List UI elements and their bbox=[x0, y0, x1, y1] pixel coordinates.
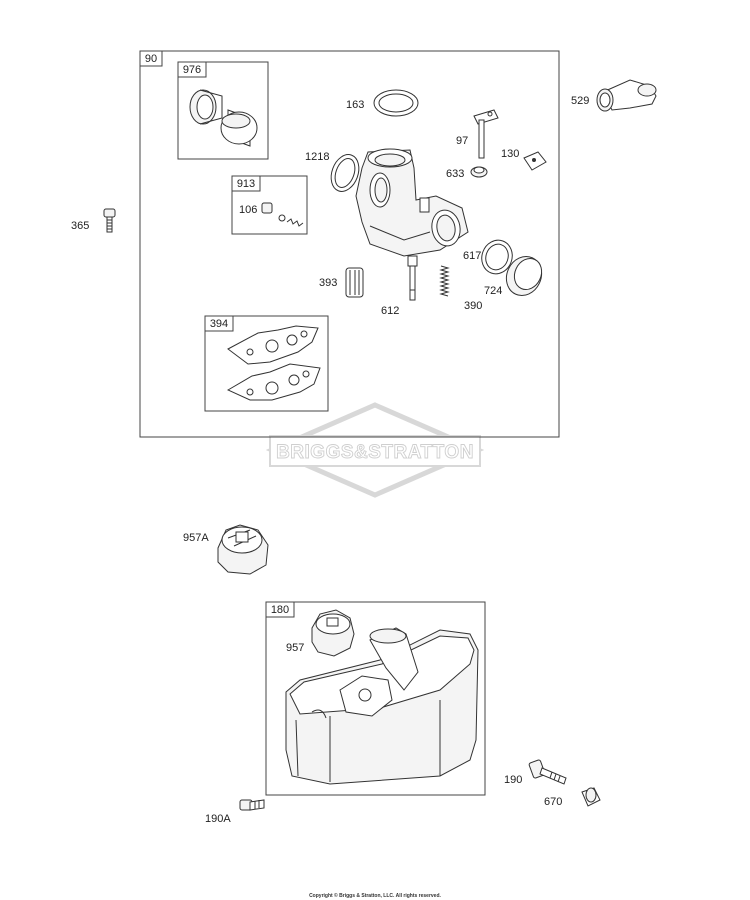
group-913-frame bbox=[231, 175, 308, 235]
part-617-o-ring bbox=[481, 239, 513, 275]
part-163-label: 163 bbox=[346, 99, 364, 111]
group-90-label: 90 bbox=[145, 53, 157, 65]
part-612-screw bbox=[409, 289, 416, 301]
part-97-throttle-shaft bbox=[473, 109, 499, 159]
part-612-label: 612 bbox=[381, 305, 399, 317]
part-957A-label: 957A bbox=[183, 532, 209, 544]
part-670-label: 670 bbox=[544, 796, 562, 808]
fuel-tank bbox=[285, 627, 479, 785]
part-724-label: 724 bbox=[484, 285, 502, 297]
group-394-tag bbox=[204, 315, 234, 332]
part-130-label: 130 bbox=[501, 148, 519, 160]
group-180-frame bbox=[265, 601, 486, 796]
part-393-label: 393 bbox=[319, 277, 337, 289]
part-1218-o-ring bbox=[330, 154, 360, 192]
part-976-collar-and-sleeve bbox=[189, 89, 258, 147]
part-190-label: 190 bbox=[504, 774, 522, 786]
part-390-label: 390 bbox=[464, 300, 482, 312]
part-529-label: 529 bbox=[571, 95, 589, 107]
group-913-label: 913 bbox=[237, 178, 255, 190]
part-106-needle-seat bbox=[261, 202, 304, 227]
group-90-tag bbox=[139, 50, 163, 67]
copyright-text: Copyright © Briggs & Stratton, LLC. All … bbox=[309, 892, 441, 899]
part-106-label: 106 bbox=[239, 204, 257, 216]
part-529-elbow bbox=[596, 79, 657, 112]
part-365-screw bbox=[103, 208, 116, 233]
part-394-gaskets bbox=[226, 325, 321, 401]
part-393-float bbox=[345, 267, 364, 298]
part-724-float-bowl bbox=[505, 256, 543, 296]
group-913-tag bbox=[231, 175, 261, 192]
group-394-label: 394 bbox=[210, 318, 228, 330]
part-190-bolt bbox=[528, 759, 567, 785]
group-976-label: 976 bbox=[183, 64, 201, 76]
part-633-label: 633 bbox=[446, 168, 464, 180]
part-617-label: 617 bbox=[463, 250, 481, 262]
part-957-fuel-cap bbox=[311, 609, 355, 657]
part-97-label: 97 bbox=[456, 135, 468, 147]
group-394-frame bbox=[204, 315, 329, 412]
part-390-spring bbox=[439, 265, 450, 297]
part-1218-label: 1218 bbox=[305, 151, 329, 163]
brand-watermark: BRIGGS&STRATTON bbox=[265, 402, 485, 498]
part-130-plate bbox=[523, 151, 547, 171]
part-633-washer bbox=[470, 166, 488, 178]
part-957A-fuel-cap bbox=[217, 524, 269, 575]
part-670-spacer bbox=[581, 787, 601, 807]
group-976-frame bbox=[177, 61, 269, 160]
watermark-text: BRIGGS&STRATTON bbox=[276, 442, 474, 463]
group-976-tag bbox=[177, 61, 207, 78]
part-365-label: 365 bbox=[71, 220, 89, 232]
part-190A-screw bbox=[239, 799, 265, 811]
carburetor-body bbox=[355, 148, 469, 291]
part-190A-label: 190A bbox=[205, 813, 231, 825]
group-180-tag bbox=[265, 601, 295, 618]
group-180-label: 180 bbox=[271, 604, 289, 616]
part-163-gasket bbox=[373, 89, 419, 117]
group-90-frame bbox=[139, 50, 560, 438]
part-957-label: 957 bbox=[286, 642, 304, 654]
